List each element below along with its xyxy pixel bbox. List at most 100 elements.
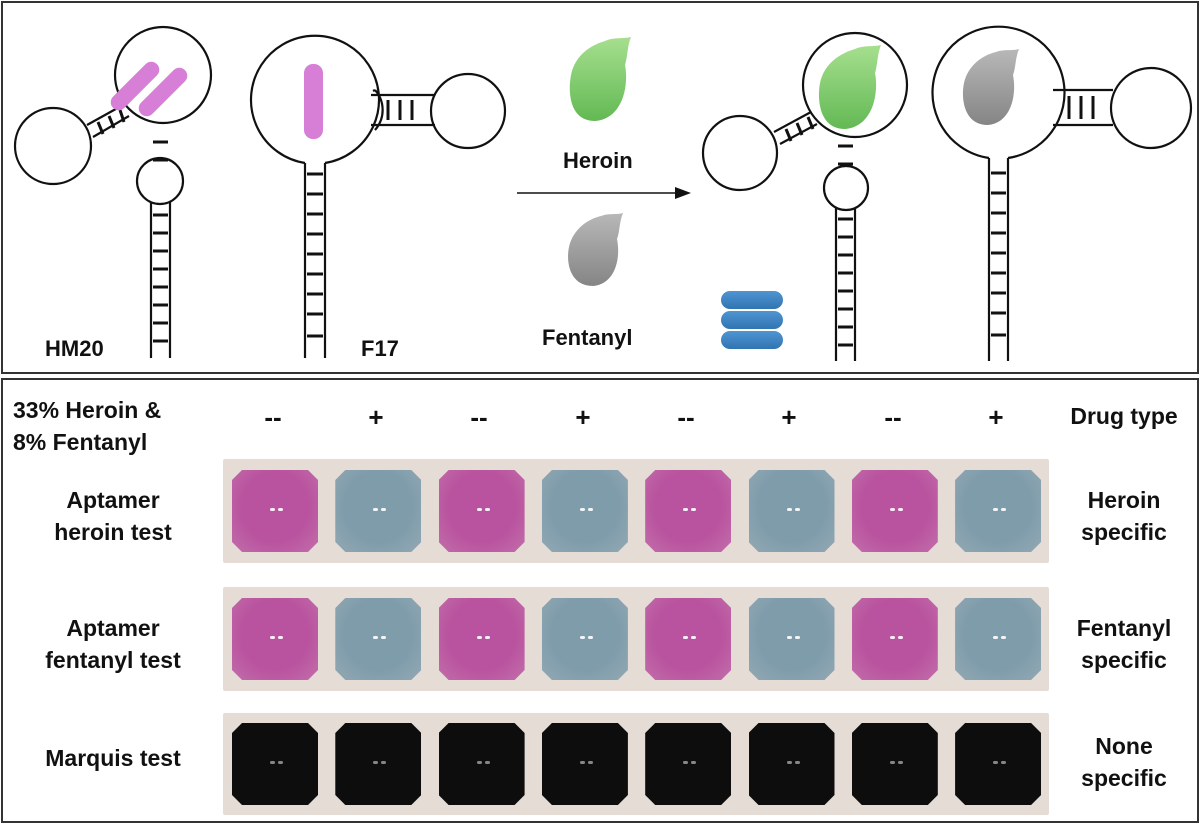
heroin-label: Heroin — [563, 148, 633, 173]
drug-sign: + — [575, 402, 591, 432]
well-glare — [373, 636, 379, 639]
drug-sign: + — [988, 402, 1004, 432]
well-glare — [381, 508, 387, 511]
well-glare — [270, 636, 275, 639]
test-well — [851, 723, 938, 805]
drug-type-label: Drug type — [1070, 403, 1178, 429]
row-label-line1: Aptamer — [66, 615, 160, 641]
aggregated-dye-icon — [721, 291, 783, 349]
well-glare — [587, 508, 593, 511]
well-glare — [476, 508, 482, 511]
well-glare — [579, 636, 585, 639]
drug-sign: + — [368, 402, 384, 432]
well-glare — [993, 761, 999, 764]
well-glare — [794, 761, 800, 764]
test-well — [851, 598, 938, 680]
well-glare — [794, 508, 800, 511]
well-glare — [476, 636, 482, 639]
condition-label: 33% Heroin & 8% Fentanyl — [13, 394, 213, 458]
aptamer-mechanism-panel: HM20 F17 Heroin Fentanyl — [1, 1, 1199, 374]
well-glare — [897, 636, 903, 639]
well-glare — [786, 636, 792, 639]
drug-sign: + — [781, 402, 797, 432]
drug-sign: -- — [677, 402, 695, 432]
well-glare — [691, 636, 697, 639]
well-glare — [993, 508, 999, 511]
hm20-aptamer-structure — [13, 25, 213, 358]
dye-molecules-hm20 — [110, 61, 188, 117]
result-label-line1: Fentanyl — [1076, 615, 1172, 641]
row-label-line1: Aptamer — [66, 487, 160, 513]
fentanyl-molecule-icon — [568, 213, 623, 286]
test-well — [232, 598, 318, 680]
test-well — [335, 723, 422, 805]
well-glare — [270, 761, 275, 764]
result-label-line1: Heroin — [1087, 487, 1161, 513]
result-label-fentanyl: Fentanyl specific — [1049, 612, 1199, 676]
condition-label-line2: 8% Fentanyl — [13, 429, 148, 455]
test-well — [748, 598, 835, 680]
condition-label-line1: 33% Heroin & — [13, 397, 162, 423]
result-label-line2: specific — [1081, 647, 1167, 673]
row-label-line2: fentanyl test — [45, 647, 181, 673]
test-well — [541, 470, 628, 552]
drug-sign: -- — [884, 402, 902, 432]
test-well — [748, 723, 835, 805]
test-well — [955, 723, 1042, 805]
dye-molecule-f17 — [304, 64, 323, 139]
test-well — [232, 723, 318, 805]
test-well — [438, 470, 525, 552]
result-label-marquis: None specific — [1049, 730, 1199, 794]
well-glare — [786, 761, 792, 764]
well-glare — [476, 761, 482, 764]
test-well — [851, 470, 938, 552]
well-glare — [897, 508, 903, 511]
drug-sign: -- — [470, 402, 488, 432]
reaction-arrow — [517, 187, 691, 199]
test-well — [335, 598, 422, 680]
well-glare — [381, 761, 387, 764]
test-well — [645, 723, 732, 805]
test-well — [541, 723, 628, 805]
test-well — [645, 470, 732, 552]
hm20-heroin-complex — [701, 31, 909, 361]
well-glare — [373, 508, 379, 511]
well-glare — [373, 761, 379, 764]
heroin-molecule-icon — [569, 37, 631, 121]
row-label-heroin-test: Aptamer heroin test — [13, 484, 213, 548]
heroin-test-strip — [223, 459, 1049, 563]
marquis-test-strip — [223, 713, 1049, 815]
f17-aptamer-structure — [249, 34, 507, 358]
result-label-line1: None — [1095, 733, 1153, 759]
test-well — [335, 470, 422, 552]
well-glare — [278, 761, 283, 764]
test-well — [232, 470, 318, 552]
well-glare — [587, 636, 593, 639]
result-label-heroin: Heroin specific — [1049, 484, 1199, 548]
well-glare — [786, 508, 792, 511]
well-glare — [889, 761, 895, 764]
well-glare — [691, 508, 697, 511]
test-well — [541, 598, 628, 680]
well-glare — [278, 508, 283, 511]
row-label-line2: Marquis test — [45, 745, 181, 771]
colorimetric-results-panel: 33% Heroin & 8% Fentanyl -- + -- + -- + … — [1, 378, 1199, 823]
well-glare — [587, 761, 593, 764]
result-label-line2: specific — [1081, 765, 1167, 791]
row-label-marquis-test: Marquis test — [13, 742, 213, 774]
well-glare — [691, 761, 697, 764]
test-well — [438, 723, 525, 805]
test-well — [955, 470, 1042, 552]
well-glare — [897, 761, 903, 764]
well-glare — [381, 636, 387, 639]
well-glare — [579, 508, 585, 511]
fentanyl-test-strip — [223, 587, 1049, 691]
test-well — [645, 598, 732, 680]
well-glare — [1001, 508, 1007, 511]
well-glare — [1001, 761, 1007, 764]
test-well — [748, 470, 835, 552]
well-glare — [484, 508, 490, 511]
well-glare — [278, 636, 283, 639]
result-label-line2: specific — [1081, 519, 1167, 545]
aptamer-schematic: HM20 F17 Heroin Fentanyl — [13, 25, 1193, 361]
